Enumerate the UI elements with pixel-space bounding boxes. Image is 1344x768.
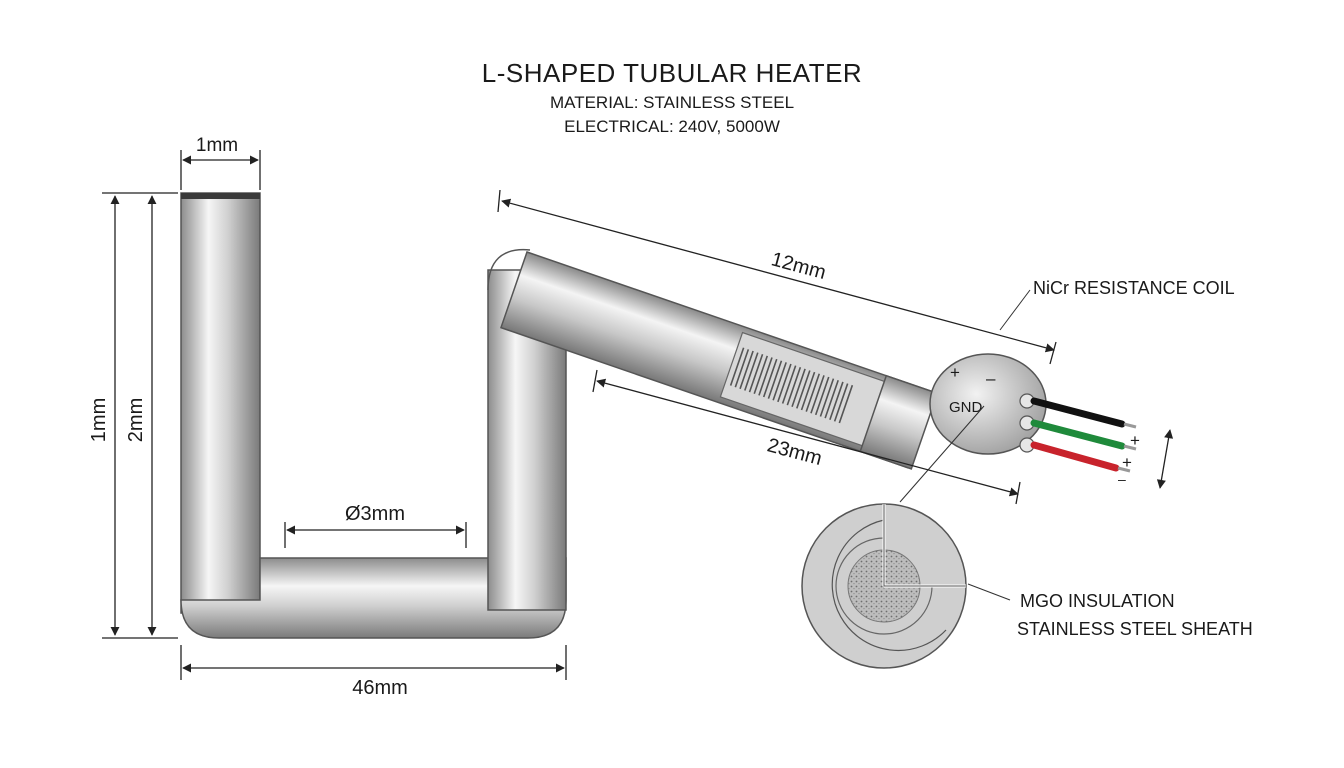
diameter-label: Ø3mm	[345, 503, 405, 525]
arm-length-label: 12mm	[769, 248, 828, 284]
left-leg	[180, 192, 261, 614]
lead-minus: –	[1118, 471, 1126, 487]
lead-plus-2: +	[1122, 453, 1132, 472]
left-leg-end	[181, 193, 260, 199]
callout-leaders	[967, 289, 1031, 601]
cap-minus-label: –	[986, 369, 996, 388]
wire-green	[1030, 419, 1126, 450]
lead-dim-line	[1156, 429, 1174, 489]
diagram-title: L-SHAPED TUBULAR HEATER	[481, 58, 863, 88]
material-spec: MATERIAL: STAINLESS STEEL	[549, 93, 795, 112]
title-block: L-SHAPED TUBULAR HEATER MATERIAL: STAINL…	[0, 58, 1344, 137]
sheath-length-dim	[596, 378, 1019, 497]
inner-height-label: 2mm	[125, 398, 147, 442]
wire-red	[1030, 441, 1120, 472]
lead-wires: + + –	[1030, 397, 1174, 489]
cap-plus-label: +	[950, 363, 960, 382]
base-length-label: 46mm	[352, 677, 408, 699]
lead-plus-1: +	[1130, 431, 1140, 450]
cross-section	[801, 405, 985, 669]
coil-callout: NiCr RESISTANCE COIL	[1033, 278, 1235, 298]
arm-length-dim	[501, 198, 1055, 353]
top-width-label: 1mm	[196, 135, 238, 156]
electrical-spec: ELECTRICAL: 240V, 5000W	[564, 117, 780, 136]
dimension-lines	[102, 150, 1057, 680]
sheath-callout: STAINLESS STEEL SHEATH	[1017, 619, 1253, 639]
terminal-cap: + – GND	[929, 353, 1047, 455]
outer-height-label: 1mm	[88, 398, 110, 442]
wire-black	[1030, 397, 1126, 428]
insulation-callout: MGO INSULATION	[1020, 591, 1175, 611]
